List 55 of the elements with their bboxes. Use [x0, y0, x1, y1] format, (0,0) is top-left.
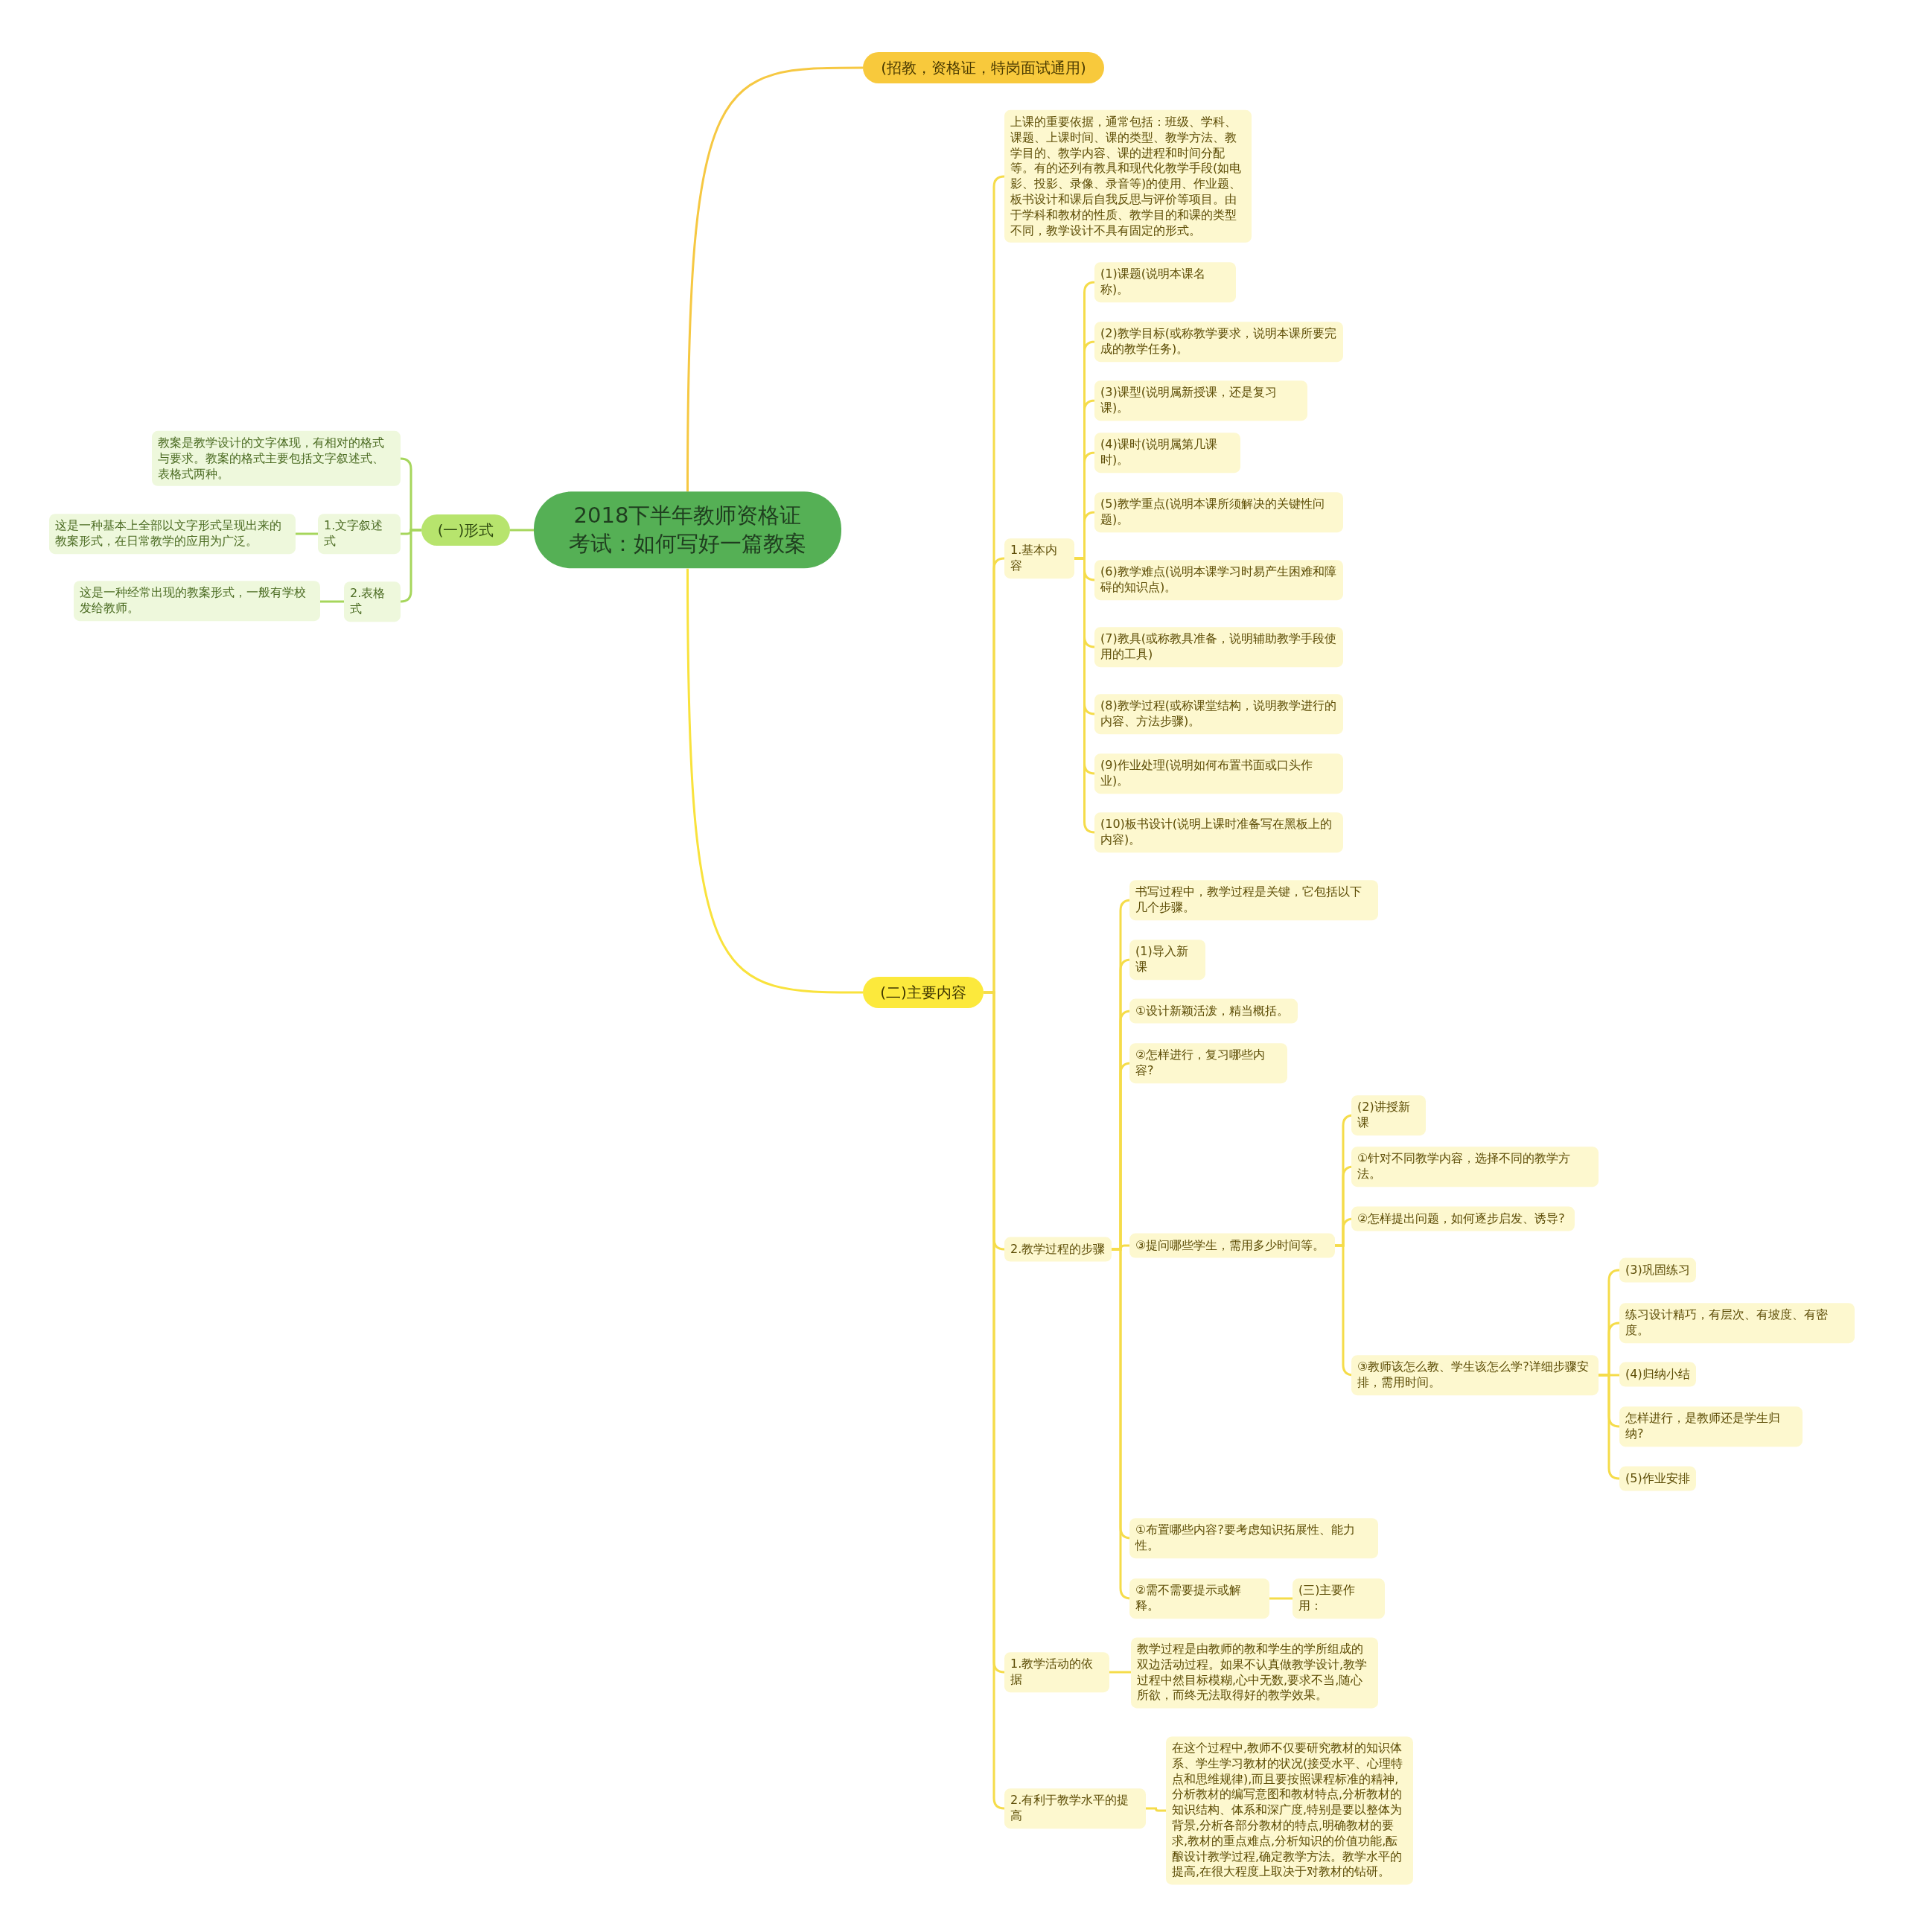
- connector-line: [510, 529, 534, 532]
- connector-line: [984, 991, 1006, 1810]
- topic-box: 书写过程中，教学过程是关键，它包括以下几个步骤。: [1129, 880, 1378, 920]
- topic-box: 2.教学过程的步骤: [1004, 1237, 1112, 1262]
- connector-line: [686, 568, 863, 994]
- topic-box: 1.文字叙述式: [318, 514, 401, 554]
- topic-box: (1)导入新课: [1129, 940, 1205, 980]
- connector-line: [399, 529, 421, 603]
- topic-box: (3)课型(说明属新授课，还是复习课)。: [1094, 380, 1307, 421]
- connector-line: [686, 66, 863, 492]
- topic-box: ③提问哪些学生，需用多少时间等。: [1129, 1233, 1335, 1258]
- topic-box: (1)课题(说明本课名称)。: [1094, 262, 1236, 302]
- topic-box: (10)板书设计(说明上课时准备写在黑板上的内容)。: [1094, 812, 1343, 852]
- topic-box: 上课的重要依据，通常包括：班级、学科、课题、上课时间、课的类型、教学方法、教学目的、教学内容、课的进程和时间分配等。有的还列有教具和现代化教学手段(如电影、投影、录像、录音等)的使用、作业题、板书设计和课后自我反思与评价等项目。由于学科和教材的性质、教学目的和课的类型不同，教学设计不具有固定的形式。: [1004, 109, 1252, 243]
- connector-line: [1146, 1807, 1166, 1812]
- topic-box: (4)归纳小结: [1619, 1362, 1696, 1387]
- topic-box: 2.有利于教学水平的提高: [1004, 1788, 1146, 1829]
- topic-box: 1.基本内容: [1004, 538, 1074, 578]
- topic-box: (9)作业处理(说明如何布置书面或口头作业)。: [1094, 753, 1343, 794]
- topic-box: 在这个过程中,教师不仅要研究教材的知识体系、学生学习教材的状况(接受水平、心理特点和思维规律),而且要按照课程标准的精神,分析教材的编写意图和教材特点,分析教材的知识结构、体系和深广度,特别是要以整体为背景,分析各部分教材的特点,明确教材的要求,教材的重点难点,分析知识的价值功能,酝酿设计教学过程,确定教学方法。教学水平的提高,在很大程度上取决于对教材的钻研。: [1166, 1736, 1413, 1885]
- topic-box: 教学过程是由教师的教和学生的学所组成的双边活动过程。如果不认真做教学设计,教学过程中然目标模糊,心中无数,要求不当,随心所欲，而终无法取得好的教学效果。: [1131, 1637, 1378, 1709]
- topic-box: ①针对不同教学内容，选择不同的教学方法。: [1351, 1147, 1599, 1187]
- topic-box: ②怎样提出问题，如何逐步启发、诱导?: [1351, 1206, 1575, 1231]
- topic-box: (3)巩固练习: [1619, 1257, 1696, 1283]
- topic-box: (2)讲授新课: [1351, 1095, 1426, 1135]
- topic-box: ②需不需要提示或解释。: [1129, 1578, 1269, 1619]
- topic-box: ③教师该怎么教、学生该怎么学?详细步骤安排，需用时间。: [1351, 1355, 1599, 1395]
- topic-box: (5)教学重点(说明本课所须解决的关键性问题)。: [1094, 492, 1343, 532]
- topic-box: ①布置哪些内容?要考虑知识拓展性、能力性。: [1129, 1518, 1378, 1558]
- topic-box: 教案是教学设计的文字体现，有相对的格式与要求。教案的格式主要包括文字叙述式、表格式两种。: [152, 430, 401, 487]
- topic-box: 怎样进行，是教师还是学生归纳?: [1619, 1406, 1803, 1447]
- topic-box: (2)教学目标(或称教学要求，说明本课所要完成的教学任务)。: [1094, 322, 1343, 362]
- connector-line: [1109, 1671, 1131, 1674]
- topic-box: (6)教学难点(说明本课学习时易产生困难和障碍的知识点)。: [1094, 560, 1343, 600]
- topic-box: (三)主要作用：: [1293, 1578, 1385, 1619]
- branch-topic: (二)主要内容: [863, 977, 984, 1008]
- central-topic: 2018下半年教师资格证考试：如何写好一篇教案: [534, 491, 841, 569]
- topic-box: (7)教具(或称教具准备，说明辅助教学手段使用的工具): [1094, 627, 1343, 667]
- connector-line: [1074, 557, 1096, 834]
- connector-line: [1599, 1374, 1621, 1480]
- topic-box: (8)教学过程(或称课堂结构，说明教学进行的内容、方法步骤)。: [1094, 694, 1343, 734]
- topic-box: (5)作业安排: [1619, 1466, 1696, 1491]
- topic-box: 练习设计精巧，有层次、有坡度、有密度。: [1619, 1303, 1855, 1343]
- topic-box: ①设计新颖活泼，精当概括。: [1129, 998, 1298, 1024]
- connector-line: [320, 600, 344, 603]
- topic-box: 这是一种经常出现的教案形式，一般有学校发给教师。: [74, 581, 320, 621]
- topic-box: ②怎样进行，复习哪些内容?: [1129, 1043, 1287, 1083]
- topic-box: (4)课时(说明属第几课时)。: [1094, 433, 1240, 473]
- topic-box: 1.教学活动的依据: [1004, 1652, 1109, 1692]
- connector-line: [1269, 1597, 1293, 1600]
- connector-line: [296, 532, 318, 535]
- topic-box: 2.表格式: [344, 581, 401, 622]
- branch-topic: (招教，资格证，特岗面试通用): [863, 52, 1104, 83]
- topic-box: 这是一种基本上全部以文字形式呈现出来的教案形式，在日常教学的应用为广泛。: [49, 514, 296, 554]
- branch-topic: (一)形式: [421, 514, 510, 546]
